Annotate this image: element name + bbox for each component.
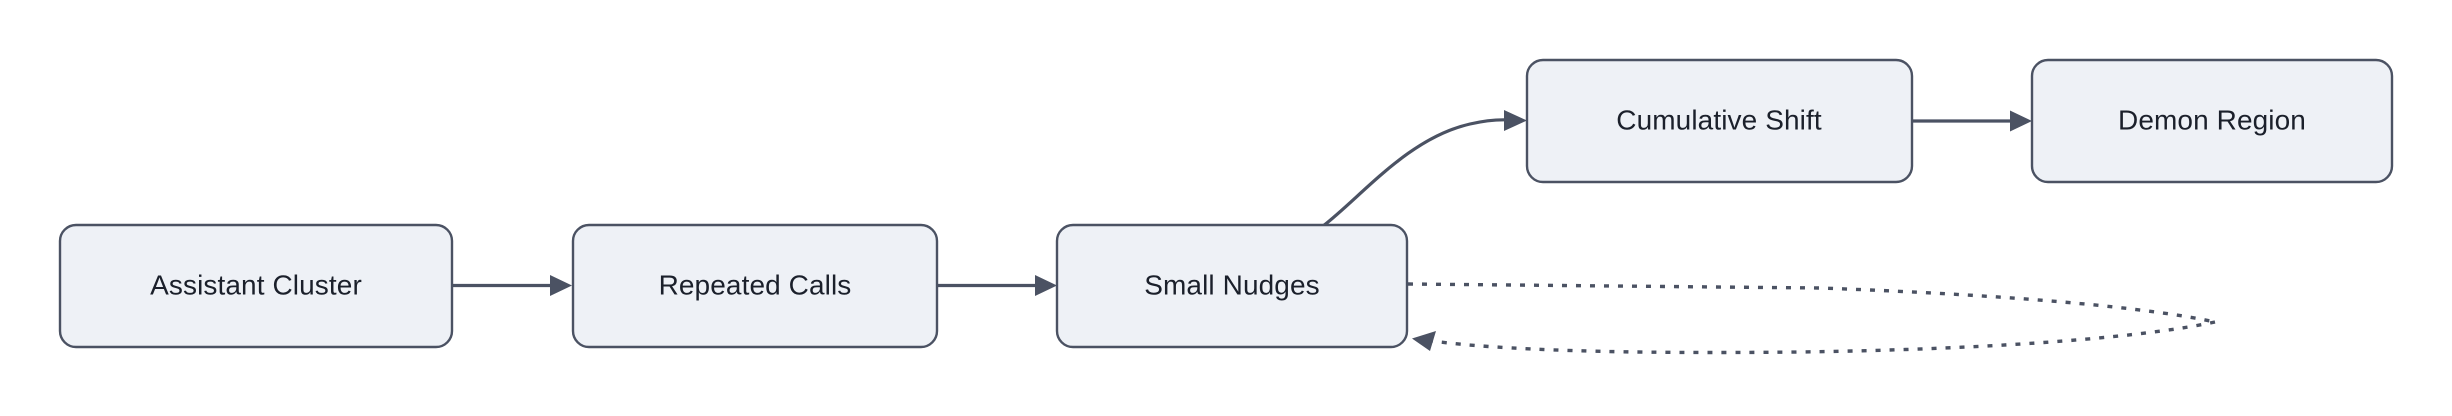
node-shape-assistant-cluster[interactable] — [58, 223, 454, 349]
edge-repeated-to-nudges — [937, 275, 1057, 296]
node-label-repeated-calls: Repeated Calls — [659, 269, 852, 300]
arrow-head-icon — [550, 275, 572, 296]
node-demon-region[interactable]: Demon Region — [2030, 58, 2394, 184]
arrow-head-icon — [1035, 275, 1057, 296]
node-label-demon-region: Demon Region — [2118, 104, 2306, 135]
node-small-nudges[interactable]: Small Nudges — [1055, 223, 1409, 349]
node-shape-repeated-calls[interactable] — [571, 223, 939, 349]
node-repeated-calls[interactable]: Repeated Calls — [571, 223, 939, 349]
node-label-cumulative-shift: Cumulative Shift — [1616, 104, 1822, 135]
arrow-head-icon — [1504, 110, 1527, 131]
edge-assistant-to-repeated — [452, 275, 572, 296]
node-shape-small-nudges[interactable] — [1055, 223, 1409, 349]
edge-nudges-self-loop — [1407, 282, 2216, 355]
edge-nudges-to-cumulative — [1322, 110, 1527, 228]
node-cumulative-shift[interactable]: Cumulative Shift — [1525, 58, 1914, 184]
arrow-head-icon — [2010, 110, 2032, 132]
node-shape-demon-region[interactable] — [2030, 58, 2394, 184]
arrow-head-icon — [1412, 331, 1436, 351]
node-label-small-nudges: Small Nudges — [1144, 269, 1320, 300]
node-label-assistant-cluster: Assistant Cluster — [150, 269, 362, 300]
node-assistant-cluster[interactable]: Assistant Cluster — [58, 223, 454, 349]
node-shape-cumulative-shift[interactable] — [1525, 58, 1914, 184]
edge-cumulative-to-demon — [1912, 110, 2032, 132]
